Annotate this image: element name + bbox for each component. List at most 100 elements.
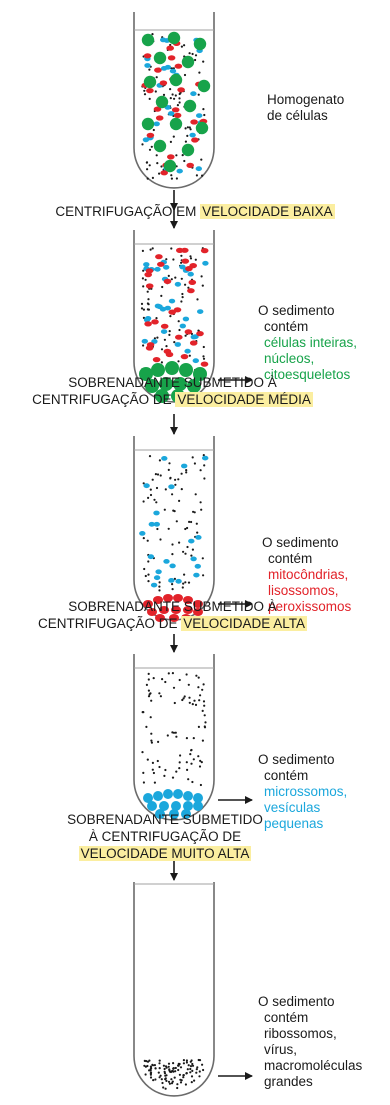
mitochondrion (167, 55, 176, 61)
ribosome-pellet-dot (180, 1079, 183, 1082)
step-2-caption-line-1: SOBRENADANTE SUBMETIDO À (68, 375, 277, 390)
ribosome-dot (151, 247, 154, 250)
ribosome-pellet-dot (167, 1080, 171, 1083)
ribosome-dot (141, 277, 144, 280)
ribosome-pellet-dot (202, 1068, 205, 1072)
ribosome-dot (141, 249, 144, 252)
ribosome-dot (143, 567, 146, 571)
ribosome-pellet-dot (179, 1066, 183, 1069)
ribosome-dot (187, 286, 190, 289)
step-1-speed-highlight: VELOCIDADE BAIXA (200, 204, 335, 219)
sediment-3-item-3: peroxissomos (268, 599, 352, 614)
ribosome-dot (153, 337, 156, 340)
ribosome-dot (168, 330, 171, 333)
ribosome-pellet-dot (190, 1081, 193, 1084)
microsome (192, 358, 199, 364)
mitochondrion (146, 88, 154, 94)
ribosome-dot (152, 128, 155, 132)
ribosome-dot (158, 585, 161, 588)
ribosome-pellet-dot (198, 1075, 201, 1078)
microsome (174, 281, 182, 287)
mitochondrion (186, 162, 194, 168)
ribosome-dot (154, 473, 157, 476)
nucleus (155, 95, 169, 109)
ribosome-dot (186, 545, 189, 549)
ribosome-dot (145, 683, 148, 687)
ribosome-dot (150, 741, 153, 744)
ribosome-dot (199, 759, 202, 763)
ribosome-dot (159, 538, 162, 541)
ribosome-pellet-dot (157, 1071, 160, 1074)
ribosome-pellet-dot (168, 1068, 171, 1071)
ribosome-dot (201, 709, 204, 713)
microsome (202, 455, 209, 461)
microsome (168, 484, 175, 490)
ribosome-dot (142, 537, 145, 540)
ribosome-pellet-dot (144, 1073, 147, 1076)
microsome (159, 306, 167, 312)
homogenate-label-line-1: Homogenato (267, 92, 345, 107)
ribosome-dot (173, 577, 176, 581)
ribosome-dot (172, 509, 175, 512)
ribosome-pellet-dot (189, 1060, 192, 1063)
nucleus (197, 79, 211, 93)
ribosome-dot (203, 726, 207, 729)
ribosome-pellet-dot (149, 1072, 152, 1075)
ribosome-dot (147, 560, 150, 563)
nucleus-pellet (151, 363, 165, 377)
ribosome-dot (203, 477, 206, 480)
ribosome-dot (149, 493, 153, 497)
ribosome-dot (171, 493, 174, 496)
ribosome-dot (171, 672, 174, 675)
sediment-2-item-3: citoesqueletos (264, 367, 351, 382)
tube-1-particles (141, 31, 211, 180)
nucleus (141, 117, 155, 131)
ribosome-pellet-dot (171, 1080, 174, 1083)
sediment-2-item-2: núcleos, (264, 351, 315, 366)
sediment-3-title: O sedimento (262, 535, 339, 550)
ribosome-dot (198, 71, 201, 74)
mitochondrion (153, 106, 162, 112)
mitochondrion (184, 329, 193, 335)
ribosome-dot (182, 697, 185, 700)
nucleus (193, 37, 207, 51)
ribosome-pellet-dot (191, 1064, 195, 1067)
ribosome-dot (169, 477, 172, 480)
ribosome-dot (200, 761, 203, 764)
step-4-speed-highlight: VELOCIDADE MUITO ALTA (78, 846, 252, 861)
ribosome-pellet-dot (185, 1059, 188, 1062)
ribosome-dot (156, 162, 159, 165)
mitochondrion (187, 288, 195, 294)
ribosome-dot (195, 174, 198, 177)
microsome (163, 264, 170, 270)
ribosome-dot (203, 704, 206, 707)
mitochondrion (165, 351, 174, 358)
mitochondrion (146, 132, 155, 138)
ribosome-dot (201, 284, 204, 287)
ribosome-dot (201, 739, 204, 742)
sediment-3-item-2: lisossomos, (268, 583, 339, 598)
microsome-pellet (169, 809, 179, 819)
ribosome-dot (184, 552, 187, 555)
ribosome-pellet-dot (186, 1068, 189, 1071)
ribosome-pellet-dot (185, 1061, 188, 1064)
ribosome-dot (147, 580, 150, 583)
ribosome-pellet-dot (190, 1075, 194, 1078)
sediment-3-verb: contém (268, 551, 313, 566)
ribosome-dot (202, 700, 206, 703)
ribosome-dot (171, 776, 175, 779)
ribosome-pellet-dot (182, 1074, 185, 1077)
ribosome-dot (184, 283, 187, 286)
ribosome-dot (153, 498, 156, 501)
mitochondrion (200, 248, 209, 254)
step-3-caption: SOBRENADANTE SUBMETIDO À CENTRIFUGAÇÃO D… (0, 598, 345, 632)
ribosome-pellet-dot (160, 1078, 163, 1081)
ribosome-pellet-dot (196, 1066, 199, 1069)
ribosome-dot (195, 522, 198, 525)
nucleus (181, 55, 195, 69)
ribosome-dot (178, 761, 181, 764)
microsome-pellet (183, 791, 193, 801)
mitochondrion (191, 137, 199, 143)
ribosome-dot (165, 258, 168, 261)
